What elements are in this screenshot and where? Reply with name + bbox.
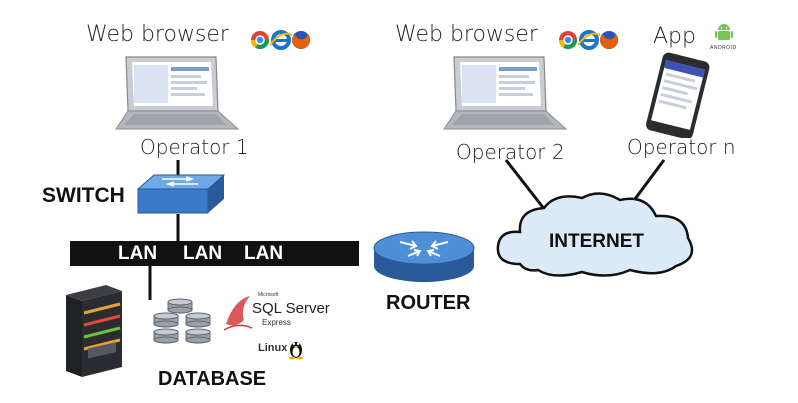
lan-label-2: LAN [183, 243, 223, 264]
laptop-icon [443, 56, 568, 130]
firefox-icon [600, 31, 619, 49]
database-label: DATABASE [158, 368, 267, 390]
firefox-icon [292, 31, 311, 49]
chrome-icon [251, 31, 269, 50]
database-icon [153, 298, 211, 344]
linux-label: Linux [258, 342, 288, 354]
operatorn-label: Operator n [627, 135, 736, 159]
operator2-label: Operator 2 [456, 140, 565, 164]
lan-label-3: LAN [244, 243, 284, 264]
laptop-icon [115, 56, 240, 130]
router-icon [373, 231, 475, 282]
switch-label: SWITCH [42, 184, 125, 207]
switch-icon [136, 174, 226, 214]
android-icon [715, 24, 733, 40]
ie-icon [577, 30, 601, 50]
linux-logo: Linux [258, 338, 308, 362]
browser-icons-1 [251, 30, 311, 50]
browser-icons-2 [559, 30, 619, 50]
operatorn-internet-link [630, 159, 666, 204]
server-icon [66, 285, 122, 377]
operatorn-app-label: App [653, 24, 696, 49]
lan-label-1: LAN [118, 243, 158, 264]
android-label: ANDROID [710, 45, 737, 51]
operator1-label: Operator 1 [140, 135, 249, 159]
operator1-browser-label: Web browser [86, 22, 229, 47]
tux-icon [289, 342, 303, 360]
sql-vendor: Microsoft [258, 292, 279, 298]
operator2-browser-label: Web browser [395, 22, 538, 47]
sql-server-logo: Microsoft SQL Server Express [222, 292, 330, 336]
operator1-group: Web browser [86, 22, 229, 47]
smartphone-icon [646, 52, 710, 138]
internet-cloud [496, 192, 694, 277]
sql-product: SQL Server [252, 300, 330, 317]
chrome-icon [559, 31, 577, 50]
router-label: ROUTER [386, 292, 471, 314]
lan-bar [70, 241, 359, 266]
sql-edition: Express [262, 318, 291, 327]
internet-label: INTERNET [549, 231, 644, 252]
sql-server-icon [223, 296, 253, 331]
operator2-internet-link [504, 159, 547, 211]
ie-icon [269, 30, 293, 50]
